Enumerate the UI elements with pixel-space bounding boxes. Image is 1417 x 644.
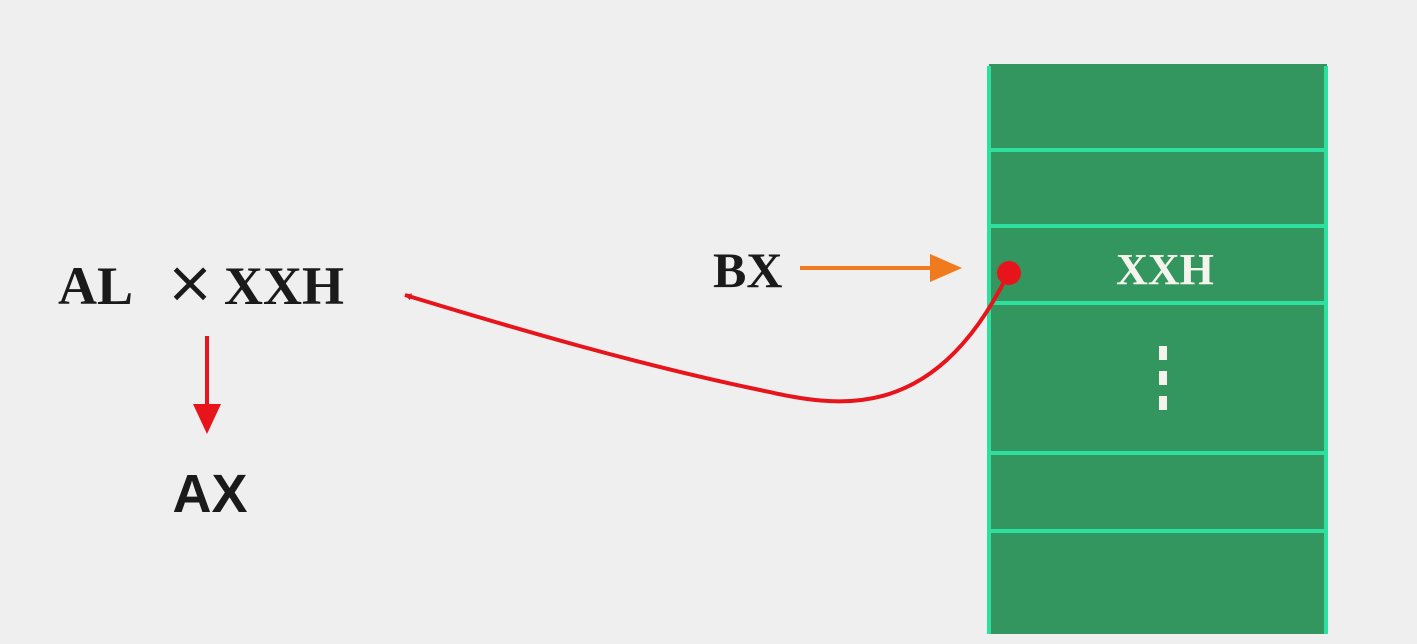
result-ax: AX <box>172 464 247 524</box>
fetch-arrow <box>404 261 1021 404</box>
operand-xxh: XXH <box>224 256 344 316</box>
memory-block-body <box>989 64 1327 634</box>
register-bx: BX <box>713 242 782 298</box>
memory-ellipsis <box>1159 346 1167 410</box>
result-arrow <box>193 336 221 434</box>
ellipsis-dash <box>1159 396 1167 410</box>
operand-al: AL <box>58 256 133 316</box>
memory-cell-value: XXH <box>1116 245 1214 294</box>
multiply-operator: × <box>166 248 215 316</box>
ellipsis-dash <box>1159 371 1167 385</box>
bx-arrow-head <box>930 254 962 282</box>
memory-block: XXH <box>987 64 1328 634</box>
result-arrow-head <box>193 404 221 434</box>
multiply-expression: AL × XXH <box>58 248 344 316</box>
fetch-arrow-curve <box>404 275 1009 404</box>
bx-pointer-arrow <box>800 254 962 282</box>
ellipsis-dash <box>1159 346 1167 360</box>
memory-address-dot <box>997 261 1021 285</box>
